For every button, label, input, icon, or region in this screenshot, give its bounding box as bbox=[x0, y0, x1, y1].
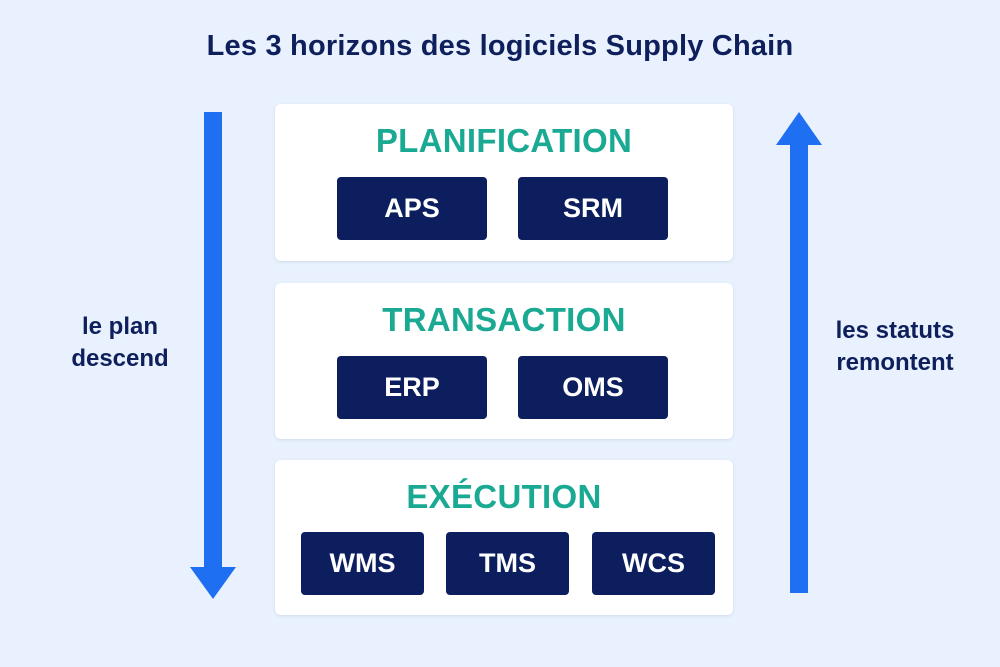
software-chip-erp: ERP bbox=[337, 356, 487, 419]
tier-heading: TRANSACTION bbox=[382, 301, 626, 338]
tier-transaction: TRANSACTION ERP OMS bbox=[275, 283, 733, 439]
arrow-up-icon bbox=[776, 112, 822, 593]
software-chip-aps: APS bbox=[337, 177, 487, 240]
statuses-rise-line1: les statuts bbox=[835, 317, 955, 344]
software-chip-tms: TMS bbox=[446, 532, 569, 595]
tier-heading: PLANIFICATION bbox=[375, 122, 633, 159]
software-chip-wms: WMS bbox=[301, 532, 424, 595]
tier-planification: PLANIFICATION APS SRM bbox=[275, 104, 733, 261]
diagram-title: Les 3 horizons des logiciels Supply Chai… bbox=[206, 30, 794, 62]
tier-heading: EXÉCUTION bbox=[406, 478, 602, 515]
software-chip-oms: OMS bbox=[518, 356, 668, 419]
statuses-rise-label: les statuts remontent bbox=[820, 315, 970, 379]
statuses-rise-line2: remontent bbox=[836, 349, 954, 376]
software-chip-wcs: WCS bbox=[592, 532, 715, 595]
plan-descends-line1: le plan bbox=[81, 313, 159, 340]
plan-descends-line2: descend bbox=[71, 345, 169, 372]
software-chip-srm: SRM bbox=[518, 177, 668, 240]
tier-execution: EXÉCUTION WMS TMS WCS bbox=[275, 460, 733, 615]
plan-descends-label: le plan descend bbox=[55, 311, 185, 375]
arrow-down-icon bbox=[190, 112, 236, 599]
